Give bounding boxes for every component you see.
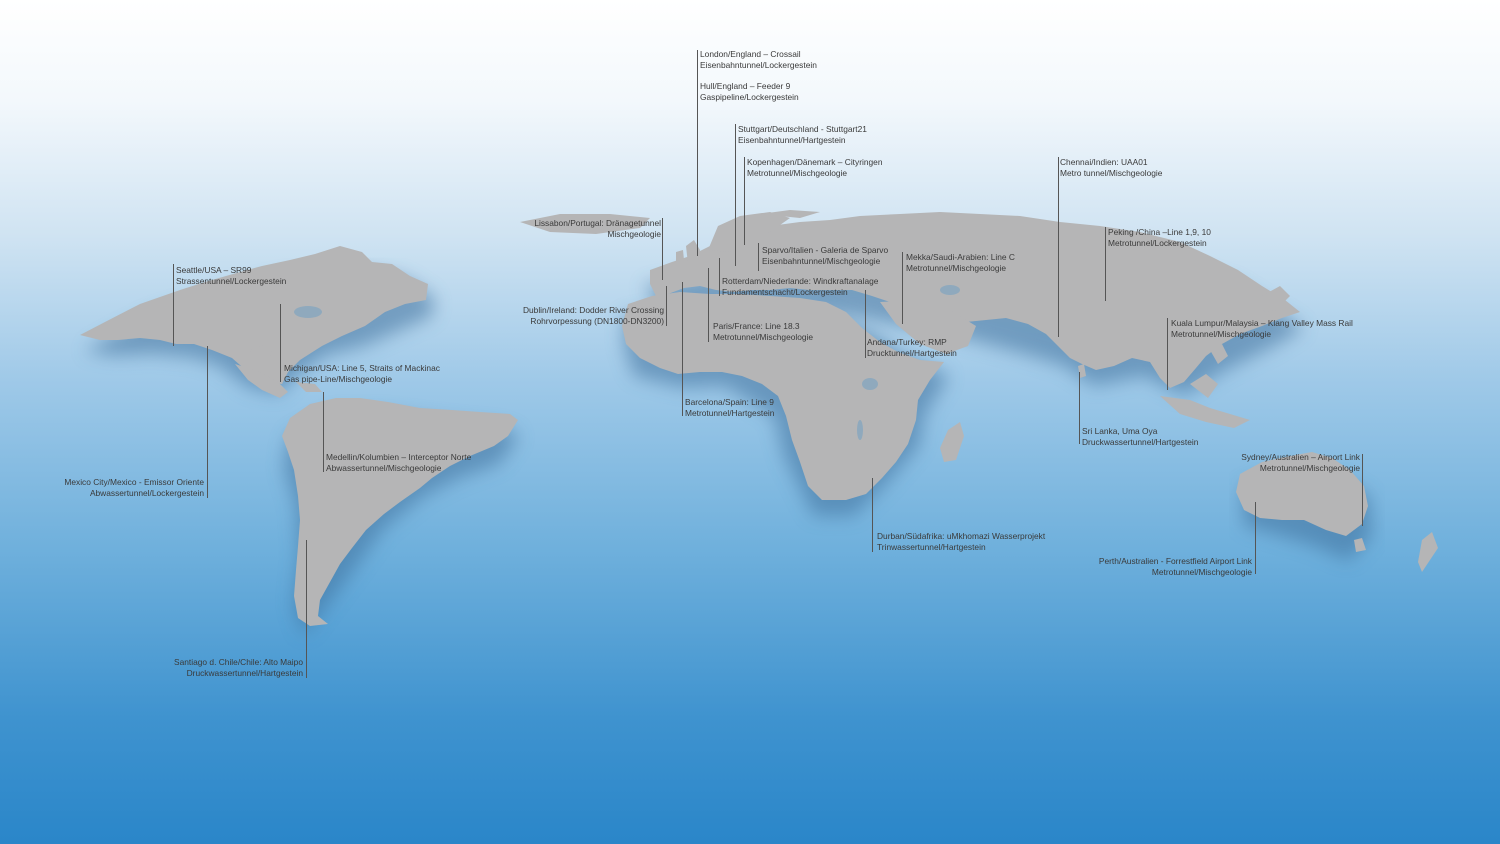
connector-line	[1079, 372, 1080, 444]
connector-line	[744, 157, 745, 245]
project-label-perth: Perth/Australien - Forrestfield Airport …	[1098, 556, 1252, 577]
connector-line	[280, 304, 281, 382]
connector-line	[872, 478, 873, 552]
connector-line	[697, 50, 698, 256]
connector-line	[682, 282, 683, 416]
connector-line	[1362, 454, 1363, 526]
connector-line	[323, 392, 324, 472]
connector-line	[708, 268, 709, 342]
connector-line	[1167, 318, 1168, 390]
connector-line	[1255, 502, 1256, 574]
connector-line	[1105, 227, 1106, 301]
connector-line	[173, 264, 174, 346]
connector-line	[719, 258, 720, 296]
connector-line	[865, 290, 866, 358]
connector-line	[735, 124, 736, 266]
land	[80, 210, 1438, 626]
connector-line	[902, 252, 903, 324]
connector-line	[1058, 157, 1059, 337]
connector-line	[662, 218, 663, 280]
project-label-michigan: Michigan/USA: Line 5, Straits of Mackina…	[284, 363, 440, 384]
connector-line	[207, 346, 208, 498]
connector-line	[758, 243, 759, 271]
connector-line	[666, 286, 667, 326]
connector-line	[306, 540, 307, 678]
project-label-durban: Durban/Südafrika: uMkhomazi Wasserprojek…	[877, 531, 1046, 552]
project-label-kuala: Kuala Lumpur/Malaysia – Klang Valley Mas…	[1171, 318, 1353, 339]
